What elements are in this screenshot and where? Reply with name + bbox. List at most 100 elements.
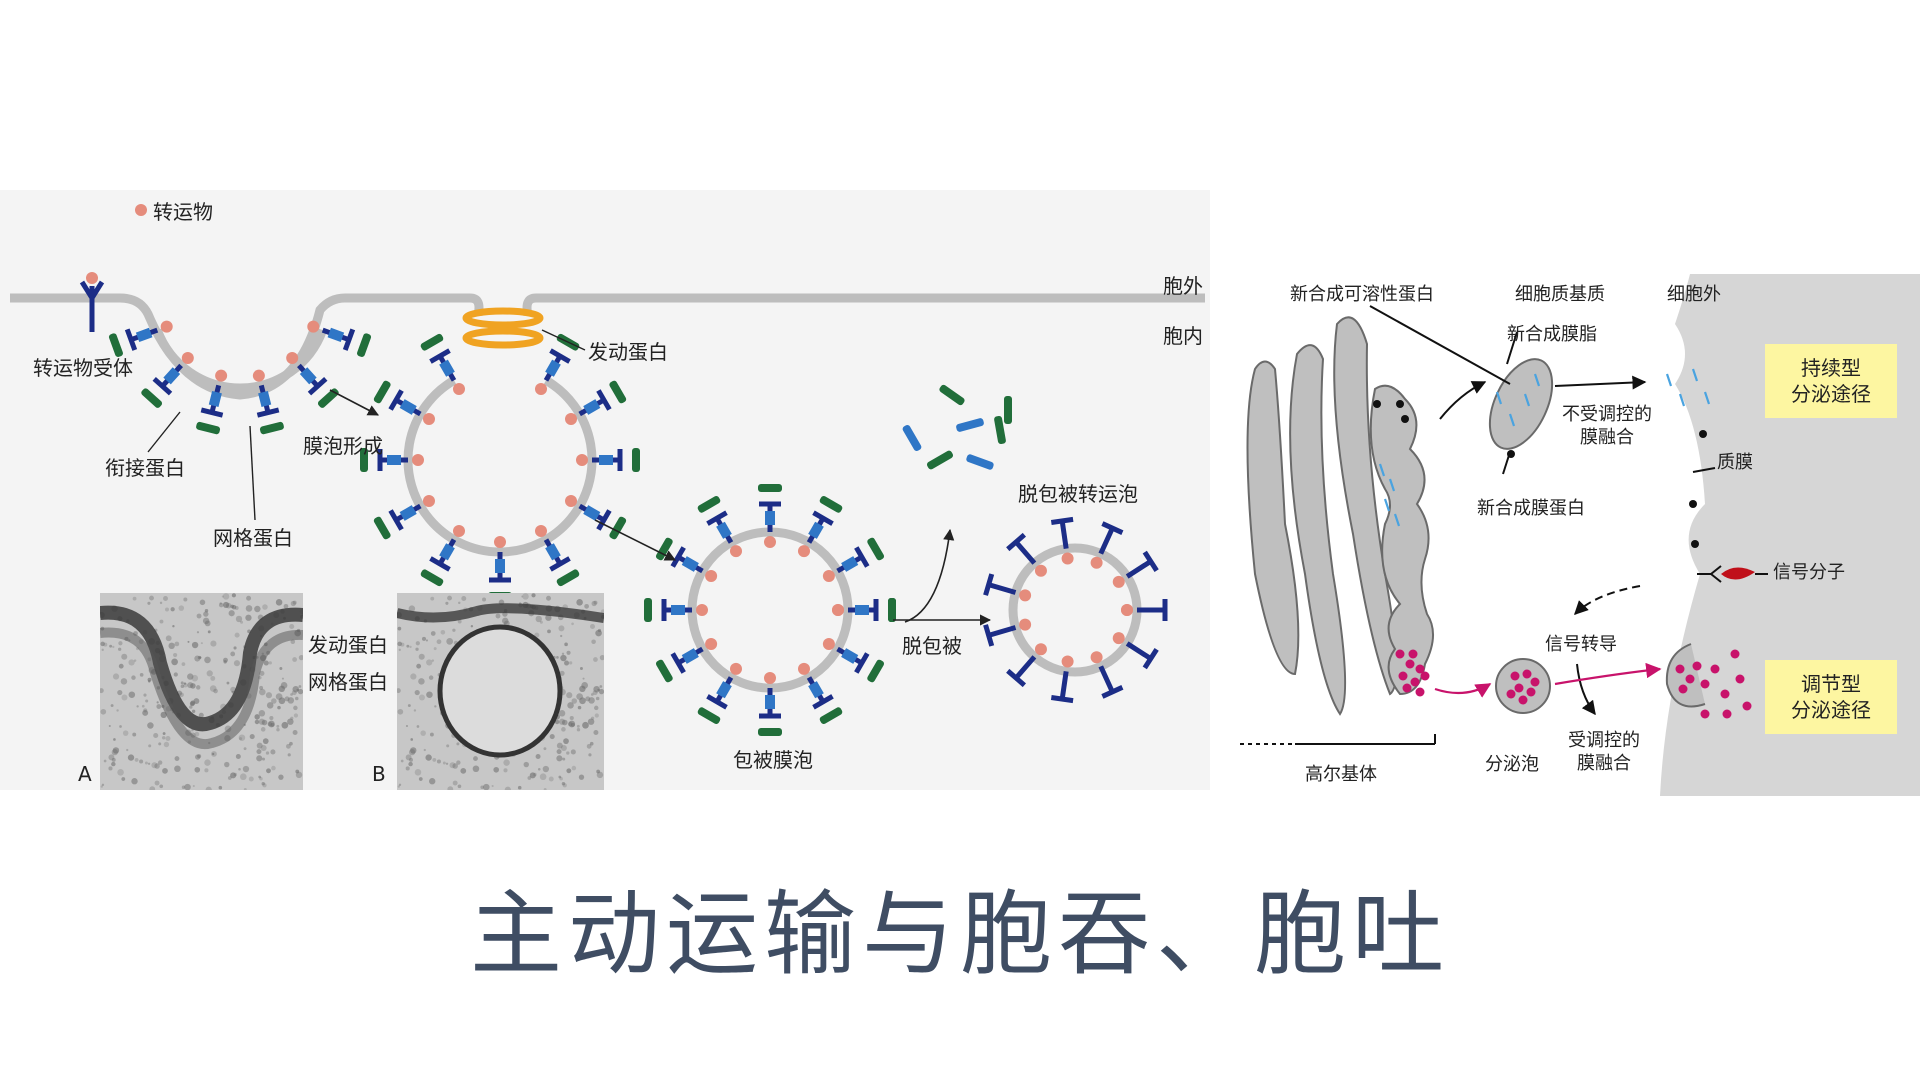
- signal-receptor-icon: [1697, 565, 1768, 583]
- micrograph-grain: [398, 783, 402, 787]
- micrograph-grain: [535, 615, 542, 623]
- micrograph-grain: [165, 635, 172, 642]
- micrograph-grain: [416, 663, 422, 669]
- clathrin-leg: [1098, 527, 1115, 555]
- clathrin-bar: [1006, 532, 1027, 552]
- micrograph-grain: [547, 629, 551, 634]
- micrograph-grain: [440, 629, 446, 635]
- cargo-dot: [832, 604, 844, 616]
- clathrin-bar: [983, 573, 995, 596]
- micrograph-b: [397, 593, 604, 790]
- micrograph-grain: [100, 641, 105, 647]
- micrograph-grain: [429, 732, 434, 737]
- micrograph-grain: [222, 593, 230, 600]
- micrograph-grain: [594, 713, 599, 718]
- micrograph-grain: [568, 720, 576, 728]
- secretory-granule: [1410, 677, 1420, 687]
- adaptin-block: [599, 455, 613, 465]
- micrograph-grain: [230, 651, 236, 657]
- micrograph-grain: [558, 718, 566, 725]
- micrograph-grain: [159, 619, 164, 624]
- pointer-clathrin: [249, 425, 256, 521]
- clathrin-label: 网格蛋白: [213, 526, 293, 550]
- micrograph-grain: [292, 657, 297, 662]
- micrograph-grain: [144, 761, 148, 765]
- micrograph-grain: [248, 776, 254, 782]
- micrograph-grain: [461, 596, 467, 601]
- micrograph-grain: [119, 725, 122, 728]
- cargo-dot: [1034, 564, 1047, 577]
- soluble-protein-mark: [1495, 391, 1503, 405]
- arrow-pit-to-bud: [329, 389, 379, 416]
- micrograph-grain: [136, 705, 139, 708]
- secretory-granule: [1420, 671, 1430, 681]
- adaptin-block: [399, 399, 417, 415]
- cargo-dot: [696, 604, 708, 616]
- micrograph-a: [100, 593, 303, 790]
- adaptin-block: [299, 367, 317, 385]
- soluble-protein-mark: [1378, 463, 1386, 477]
- dynamin-label: 发动蛋白: [588, 340, 668, 364]
- cargo-particles: [1373, 368, 1752, 719]
- cargo-dot: [764, 672, 776, 684]
- micrograph-grain: [445, 762, 449, 765]
- micrograph-grain: [194, 766, 201, 773]
- micrograph-grain: [599, 685, 603, 688]
- micrograph-grain: [286, 743, 291, 749]
- micrograph-grain: [537, 767, 541, 771]
- micrograph-grain: [590, 693, 594, 696]
- micrograph-grain: [197, 754, 202, 759]
- micrograph-grain: [292, 600, 297, 605]
- micrograph-grain: [287, 718, 294, 725]
- micrograph-grain: [100, 785, 103, 788]
- vesicle-membrane: [403, 376, 597, 557]
- micrograph-grain: [233, 660, 241, 667]
- secretory-granule: [1685, 674, 1695, 684]
- clathrin-bar: [1101, 521, 1124, 535]
- micrograph-grain: [595, 696, 600, 701]
- micrograph-grain: [430, 596, 435, 601]
- regulated-pathway-line-2: 分泌途径: [1791, 698, 1871, 722]
- micrograph-grain: [212, 752, 215, 756]
- micrograph-grain: [405, 724, 409, 728]
- soluble-protein-mark: [1533, 373, 1541, 387]
- micrograph-grain: [108, 724, 111, 728]
- micrograph-grain: [295, 769, 300, 774]
- micrograph-grain: [231, 604, 237, 610]
- clathrin-bar: [983, 624, 995, 647]
- adaptin-block: [327, 327, 345, 342]
- micrograph-grain: [262, 738, 269, 745]
- micrograph-grain: [192, 784, 195, 788]
- page-title: 主动运输与胞吞、胞吐: [469, 881, 1450, 988]
- micrograph-grain: [415, 647, 419, 651]
- micrograph-grain: [562, 783, 567, 788]
- soluble-protein-mark: [1393, 513, 1401, 527]
- coat-plate: [609, 380, 627, 404]
- coat-plate: [317, 388, 339, 408]
- micrograph-grain: [546, 595, 551, 601]
- constitutive-vesicle-shape: [1488, 358, 1554, 450]
- secretory-granule: [1700, 679, 1710, 689]
- coat-plate: [888, 598, 896, 622]
- cargo-dot: [1019, 589, 1032, 602]
- coat-plate: [141, 388, 163, 408]
- adaptin-block: [808, 521, 824, 539]
- micrograph-grain: [191, 674, 199, 682]
- micrograph-grain: [240, 620, 244, 624]
- membrane-protein-dot: [1401, 415, 1409, 423]
- micrograph-grain: [473, 756, 478, 761]
- micrograph-grain: [193, 698, 200, 704]
- outside-label: 细胞外: [1667, 284, 1721, 305]
- cargo-dot: [422, 413, 435, 425]
- secretory-granule: [1395, 649, 1405, 659]
- micrograph-grain: [187, 640, 190, 643]
- arrow-signal-to-regulated: [1576, 663, 1596, 716]
- micrograph-grain: [271, 765, 276, 771]
- secretory-granule: [1510, 671, 1520, 681]
- clathrin-bar: [307, 376, 328, 396]
- micrograph-grain: [170, 607, 175, 612]
- exocytosis-figure: 新合成可溶性蛋白 细胞质基质 细胞外 新合成膜脂 不受调控的 膜融合 新合成膜蛋…: [1235, 274, 1920, 796]
- cargo-dot: [160, 320, 173, 333]
- micrograph-grain: [160, 711, 167, 719]
- coat-fragment: [994, 415, 1006, 445]
